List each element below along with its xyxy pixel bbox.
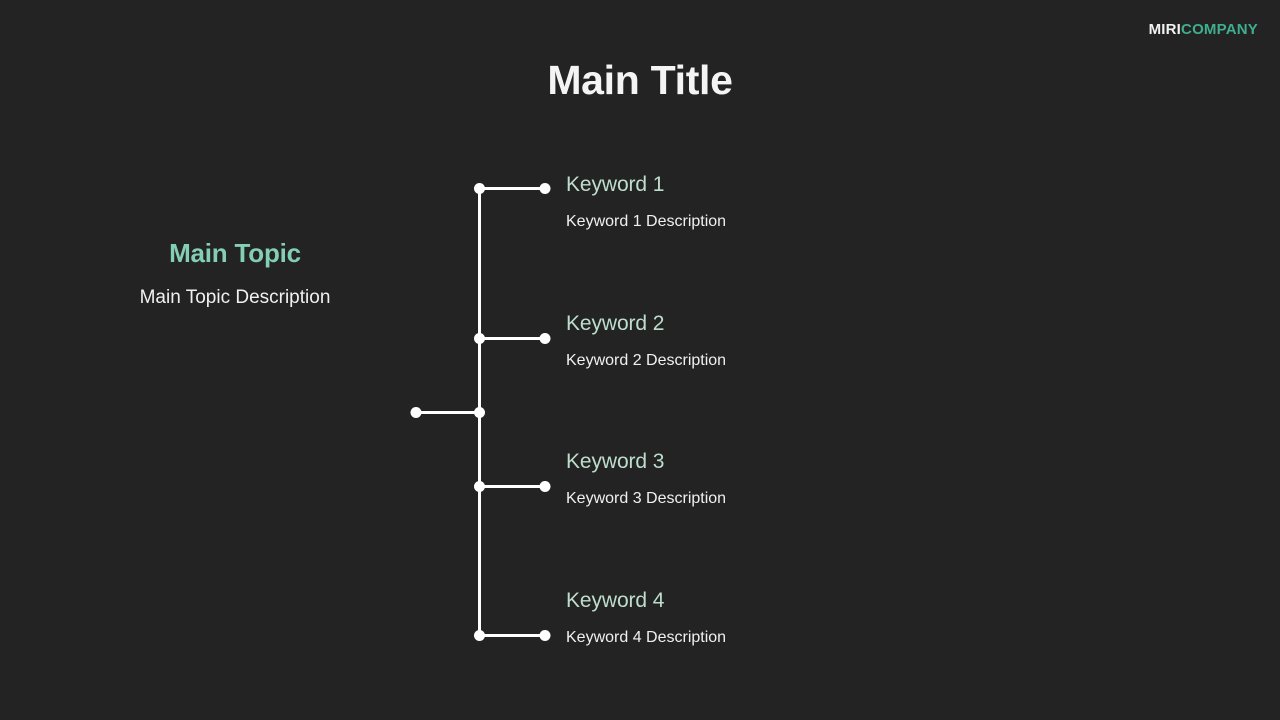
keyword-description-2: Keyword 2 Description — [566, 352, 727, 370]
main-topic-description: Main Topic Description — [139, 287, 331, 309]
node-dot-keyword-1 — [539, 183, 551, 194]
node-dot-main-topic — [410, 407, 422, 418]
node-dot-spine-keyword-2 — [474, 333, 485, 344]
brand-logo: MIRICOMPANY — [1149, 22, 1258, 37]
node-dot-keyword-3 — [539, 481, 551, 492]
keyword-description-3: Keyword 3 Description — [566, 490, 727, 508]
node-dot-keyword-4 — [539, 630, 551, 641]
brand-name-primary: MIRI — [1148, 21, 1182, 38]
keyword-block-2: Keyword 2 Keyword 2 Description — [566, 311, 1086, 372]
keyword-block-3: Keyword 3 Keyword 3 Description — [566, 449, 1086, 510]
node-dot-keyword-2 — [539, 333, 551, 344]
main-topic-title: Main Topic — [169, 238, 301, 268]
main-topic-block: Main Topic Main Topic Description — [55, 238, 415, 311]
node-dot-spine-keyword-4 — [474, 630, 485, 641]
keyword-title-4: Keyword 4 — [566, 589, 665, 612]
node-dot-spine-main-topic — [474, 407, 485, 418]
keyword-title-2: Keyword 2 — [566, 312, 665, 335]
keyword-title-1: Keyword 1 — [566, 173, 665, 196]
keyword-block-4: Keyword 4 Keyword 4 Description — [566, 588, 1086, 649]
keyword-block-1: Keyword 1 Keyword 1 Description — [566, 172, 1086, 233]
keyword-title-3: Keyword 3 — [566, 450, 665, 473]
node-dot-spine-keyword-3 — [474, 481, 485, 492]
keyword-description-1: Keyword 1 Description — [566, 213, 727, 231]
keyword-description-4: Keyword 4 Description — [566, 629, 727, 647]
brand-name-secondary: COMPANY — [1181, 21, 1258, 38]
page-title: Main Title — [547, 57, 733, 103]
node-dot-spine-keyword-1 — [474, 183, 485, 194]
